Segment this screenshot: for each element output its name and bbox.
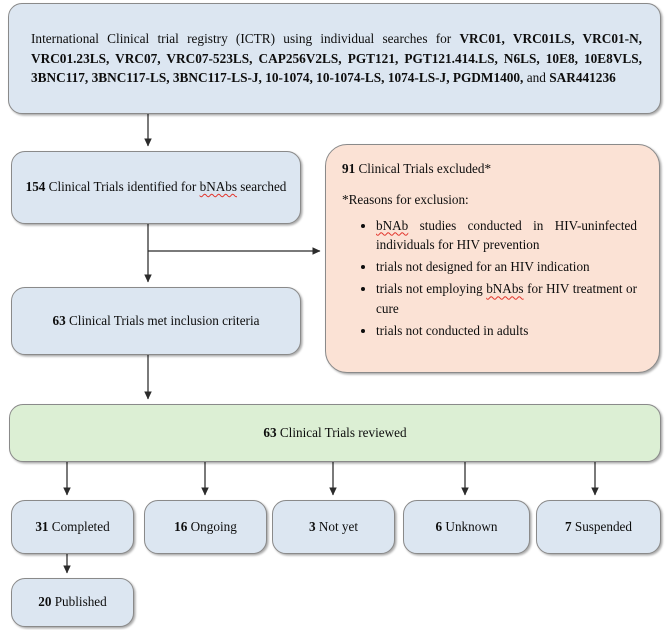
- list-item: trials not conducted in adults: [376, 321, 643, 340]
- list-item: trials not employing bNAbs for HIV treat…: [376, 279, 643, 318]
- status-count: 16: [174, 518, 188, 534]
- excluded-count: 91: [342, 161, 356, 176]
- reason-post: studies conducted in HIV-uninfected indi…: [376, 217, 637, 252]
- identified-text-after: searched: [236, 179, 287, 195]
- status-count: 3: [308, 518, 316, 534]
- identified-term-bnabs: bNAbs: [199, 179, 237, 195]
- registry-antibody-list: VRC01, VRC01LS, VRC01-N, VRC01.23LS, VRC…: [31, 30, 642, 86]
- trials-inclusion-box: 63 Clinical Trials met inclusion criteri…: [11, 287, 301, 355]
- excluded-heading-text: Clinical Trials excluded*: [355, 161, 492, 176]
- inclusion-text: 63 Clinical Trials met inclusion criteri…: [43, 312, 270, 331]
- reason-pre: trials not designed for an HIV indicatio…: [376, 259, 590, 275]
- status-label: Unknown: [442, 518, 498, 534]
- list-item: bNAb studies conducted in HIV-uninfected…: [376, 216, 643, 255]
- status-text: 16 Ongoing: [164, 518, 247, 537]
- status-box-completed: 31 Completed: [11, 500, 134, 554]
- excluded-content: 91 Clinical Trials excluded* *Reasons fo…: [326, 145, 659, 343]
- trials-reviewed-box: 63 Clinical Trials reviewed: [9, 404, 661, 462]
- status-box-not-yet: 3 Not yet: [272, 500, 395, 554]
- reviewed-label: Clinical Trials reviewed: [276, 424, 407, 440]
- status-label: Suspended: [571, 518, 633, 534]
- identified-text: 154 Clinical Trials identified for bNAbs…: [16, 178, 297, 197]
- status-count: 6: [435, 518, 443, 534]
- status-box-ongoing: 16 Ongoing: [144, 500, 267, 554]
- reviewed-text: 63 Clinical Trials reviewed: [253, 424, 416, 443]
- status-label: Not yet: [315, 518, 359, 534]
- published-box: 20 Published: [11, 578, 134, 627]
- status-text: 7 Suspended: [555, 518, 642, 537]
- reviewed-count: 63: [263, 424, 277, 440]
- status-box-suspended: 7 Suspended: [536, 500, 661, 554]
- registry-tail: and: [523, 70, 550, 86]
- reason-post: for HIV treatment or cure: [376, 281, 637, 316]
- status-text: 31 Completed: [25, 518, 119, 537]
- reason-pre: trials not employing: [376, 281, 487, 297]
- reason-term-bnabs: bNAbs: [486, 281, 524, 297]
- published-text: 20 Published: [28, 593, 117, 612]
- registry-search-box: International Clinical trial registry (I…: [8, 3, 661, 114]
- inclusion-count: 63: [52, 312, 66, 328]
- registry-text: International Clinical trial registry (I…: [9, 29, 660, 89]
- list-item: trials not designed for an HIV indicatio…: [376, 257, 643, 276]
- status-label: Ongoing: [187, 518, 237, 534]
- registry-last-antibody: SAR441236: [549, 70, 616, 86]
- identified-text-before: Clinical Trials identified for: [45, 179, 200, 195]
- status-text: 3 Not yet: [299, 518, 368, 537]
- trials-identified-box: 154 Clinical Trials identified for bNAbs…: [11, 151, 301, 224]
- published-count: 20: [38, 594, 52, 610]
- status-label: Completed: [48, 518, 110, 534]
- excluded-reasons-list: bNAb studies conducted in HIV-uninfected…: [342, 216, 643, 341]
- inclusion-label: Clinical Trials met inclusion criteria: [65, 312, 260, 328]
- excluded-heading: 91 Clinical Trials excluded*: [342, 159, 643, 178]
- excluded-reasons-label: *Reasons for exclusion:: [342, 192, 469, 208]
- status-count: 31: [35, 518, 49, 534]
- status-box-unknown: 6 Unknown: [403, 500, 530, 554]
- reason-pre: trials not conducted in adults: [376, 322, 529, 338]
- registry-lead: International Clinical trial registry (I…: [31, 30, 460, 46]
- identified-count: 154: [25, 179, 46, 195]
- trials-excluded-box: 91 Clinical Trials excluded* *Reasons fo…: [325, 144, 660, 373]
- reason-term-bnab: bNAb: [376, 217, 409, 233]
- published-label: Published: [51, 594, 107, 610]
- status-count: 7: [564, 518, 572, 534]
- status-text: 6 Unknown: [426, 518, 508, 537]
